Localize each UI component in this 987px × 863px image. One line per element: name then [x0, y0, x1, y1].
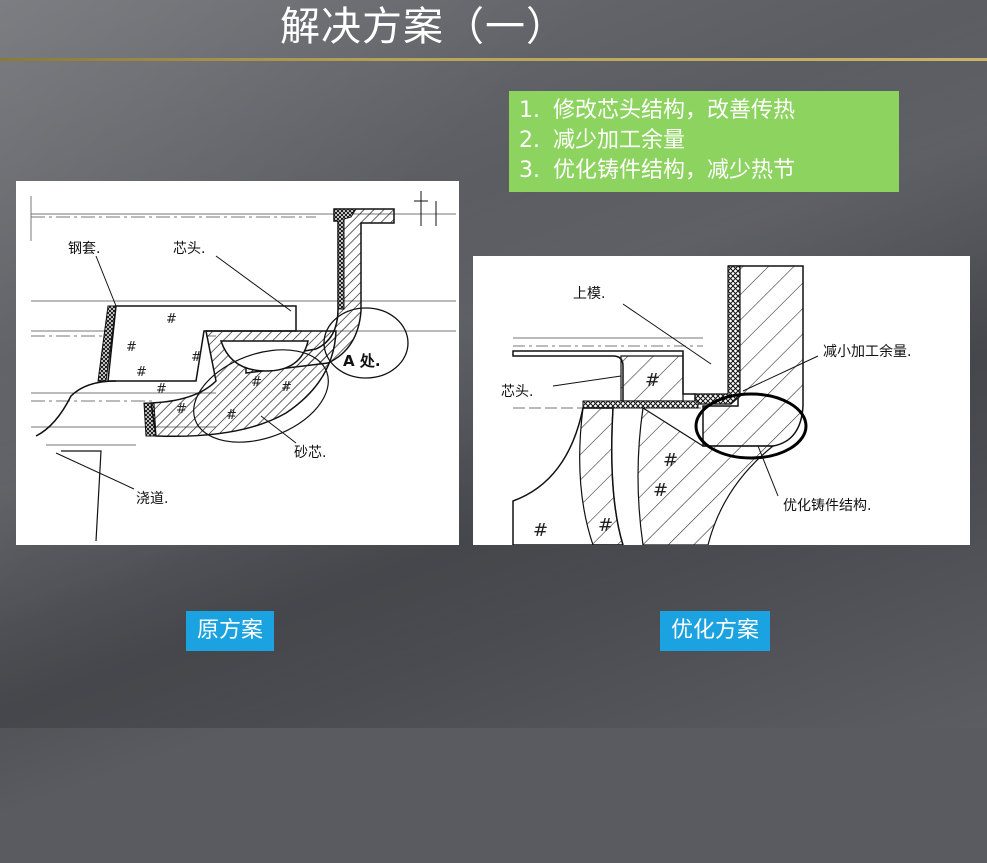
- svg-text:#: #: [166, 312, 177, 327]
- label-upper-mold: 上模.: [573, 286, 605, 302]
- label-reduce-allowance: 减小加工余量.: [823, 343, 911, 360]
- optimized-scheme-caption: 优化方案: [660, 611, 771, 651]
- label-sand-core: 砂芯.: [294, 445, 326, 461]
- original-scheme-caption: 原方案: [186, 611, 275, 651]
- label-zone-a: A 处.: [343, 352, 381, 370]
- svg-text:#: #: [653, 480, 668, 501]
- svg-text:#: #: [663, 450, 678, 471]
- label-runner: 浇道.: [136, 491, 168, 507]
- svg-text:#: #: [251, 375, 262, 390]
- solution-point: 1.修改芯头结构，改善传热: [519, 98, 796, 123]
- page-title: 解决方案（一）: [280, 4, 567, 50]
- solution-point: 2.减少加工余量: [519, 128, 686, 153]
- label-optimize-structure: 优化铸件结构.: [783, 498, 871, 514]
- original-scheme-diagram: # # # # # # # # # 钢套. 芯头. A 处. 砂芯.: [16, 181, 459, 545]
- svg-text:#: #: [645, 370, 660, 391]
- svg-text:#: #: [226, 408, 237, 423]
- title-underline: [0, 58, 987, 61]
- svg-text:#: #: [136, 365, 147, 380]
- original-scheme-drawing: # # # # # # # # # 钢套. 芯头. A 处. 砂芯.: [30, 191, 456, 542]
- label-steel-sleeve: 钢套.: [68, 241, 100, 257]
- svg-text:#: #: [126, 340, 137, 355]
- label-core-head: 芯头.: [173, 241, 205, 257]
- solution-point: 3.优化铸件结构，减少热节: [519, 158, 796, 183]
- label-core-head: 芯头.: [501, 384, 533, 400]
- svg-text:#: #: [156, 382, 167, 397]
- svg-text:#: #: [281, 380, 292, 395]
- svg-text:#: #: [598, 515, 613, 536]
- optimized-scheme-drawing: # # # # # 上模. 芯头. 减小加工余量. 优化铸件结构.: [501, 265, 911, 545]
- solution-points-box: 1.修改芯头结构，改善传热 2.减少加工余量 3.优化铸件结构，减少热节: [509, 91, 899, 192]
- svg-text:#: #: [533, 520, 548, 541]
- svg-text:#: #: [176, 402, 187, 417]
- optimized-scheme-diagram: # # # # # 上模. 芯头. 减小加工余量. 优化铸件结构.: [473, 256, 970, 545]
- svg-text:#: #: [191, 350, 202, 365]
